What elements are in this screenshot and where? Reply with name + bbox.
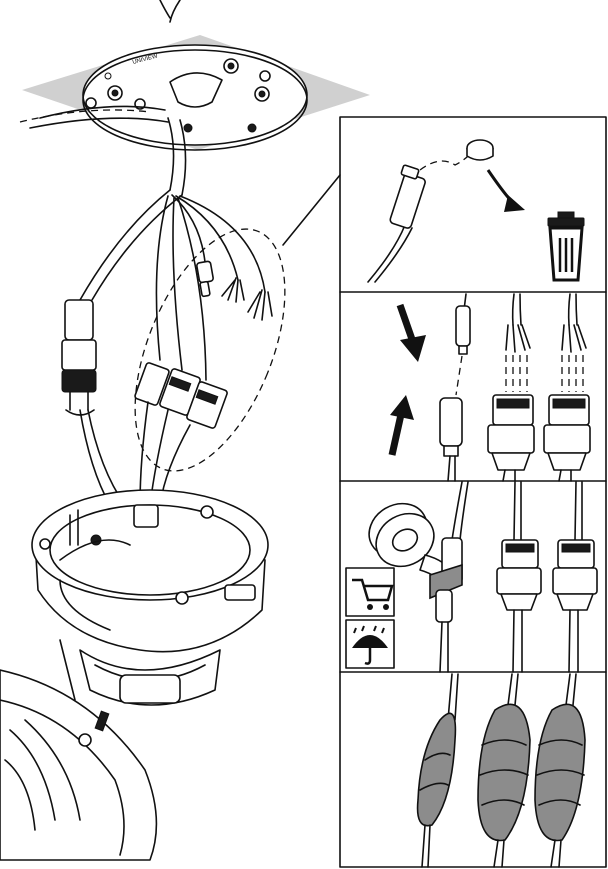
steps-panel	[339, 116, 607, 868]
camera-base	[31, 489, 269, 653]
step-1-panel	[367, 139, 585, 283]
dc-plug	[196, 260, 214, 298]
main-illustration: UNIVIEW	[0, 0, 370, 861]
shopping-cart-icon	[345, 567, 395, 617]
dust-cap	[466, 139, 494, 161]
network-connector	[61, 299, 97, 416]
terminal-connectors	[134, 362, 228, 429]
dc-socket-lower	[439, 397, 463, 447]
step-2-panel	[388, 293, 591, 482]
keep-dry-umbrella-icon	[345, 619, 395, 669]
step-4-panel	[416, 673, 586, 868]
step-3-panel	[345, 481, 598, 673]
arrow-down-icon	[396, 303, 426, 362]
dc-socket	[389, 173, 426, 229]
tape-roll	[368, 502, 456, 591]
arrow-up-icon	[388, 395, 414, 456]
trash-can-icon	[547, 211, 585, 282]
connector-highlight	[134, 228, 286, 472]
dome-cover	[0, 669, 158, 861]
mounting-plate: UNIVIEW	[82, 44, 308, 151]
dome-body	[59, 639, 221, 706]
